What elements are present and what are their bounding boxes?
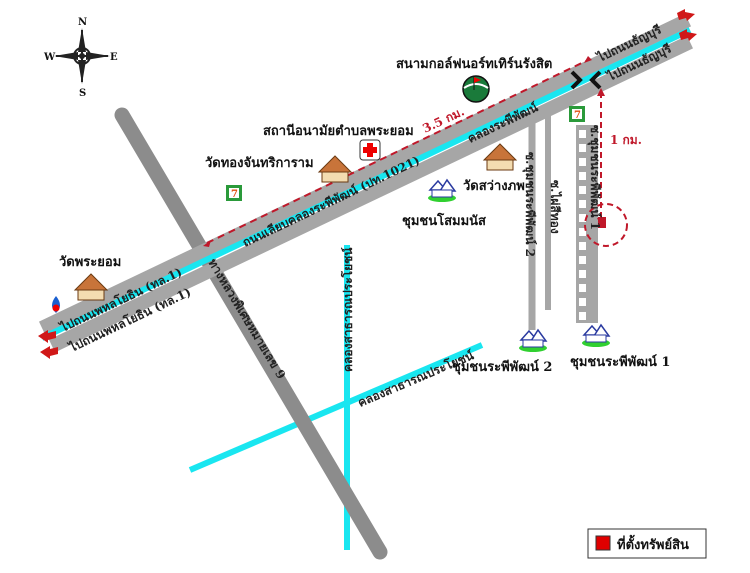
golf-course-icon [462,75,490,103]
svg-text:7: 7 [574,110,581,121]
ladder-gap [579,228,586,236]
ladder-gap [579,200,586,208]
svg-text:7: 7 [231,189,238,200]
temple-icon [317,155,353,183]
soi-community-1-label: ซ.ชุมชนระพีพัฒน์ 1 [587,125,602,230]
ladder-gap [579,312,586,320]
wat-thong-label: วัดทองจันทริการาม [205,156,314,171]
community-icon [519,328,548,352]
community-1-label: ชุมชนระพีพัฒน์ 1 [570,354,670,370]
compass-e: E [110,52,118,63]
compass-s: S [79,88,86,99]
wat-sawang-label: วัดสว่างภพ [463,179,525,194]
canal-main [40,27,692,341]
main-road-upper [38,13,692,335]
community-som-label: ชุมชนโสมมนัส [402,212,486,229]
community-icon [428,178,457,202]
property-marker-icon [598,217,606,228]
legend-label: ที่ตั้งทรัพย์สิน [617,534,689,553]
main-road-lower [48,35,694,353]
ladder-gap [579,284,586,292]
health-station-label: สถานีอนามัยตำบลพระยอม [263,123,414,139]
legend-swatch [595,535,611,551]
soi-community-1-road [576,125,598,323]
convenience-store-icon: 7 [569,106,585,122]
compass-w: W [43,52,56,63]
public-canal-diagonal [188,342,484,473]
gas-station-icon [52,296,60,313]
ladder-gap [579,158,586,166]
ladder-gap [579,144,586,152]
ladder-gap [579,298,586,306]
ladder-gap [579,172,586,180]
arrow-right-icon [679,29,697,41]
golf-label: สนามกอล์ฟนอร์ทเทิร์นรังสิต [396,56,552,72]
community-icon [582,323,611,347]
ladder-gap [579,256,586,264]
public-canal-label-1: คลองสาธารณประโยชน์ [340,247,355,372]
compass-n: N [78,17,87,28]
arrow-left-icon [40,346,58,359]
community-2-label: ชุมชนระพีพัฒน์ 2 [452,359,552,375]
expressway-road [114,107,388,560]
distance-line-main [206,59,589,244]
hospital-icon [359,139,381,161]
compass-icon [54,28,110,84]
arrow-left-icon [38,330,56,343]
public-canal-label-2: คลองสาธารณประโยชน์ [355,347,476,410]
wat-phrayom-label: วัดพระยอม [59,255,121,270]
convenience-store-icon: 7 [226,185,242,201]
legend: ที่ตั้งทรัพย์สิน [587,528,707,559]
soi-community-2-label: ซ.ชุมชนระพีพัฒน์ 2 [522,152,537,257]
soi-phai-label: ซ.ไผ่สีทอง [548,180,563,234]
temple-icon [73,273,109,301]
ladder-gap [579,270,586,278]
property-area-circle [584,203,628,247]
arrow-right-icon [677,9,695,21]
ladder-gap [579,214,586,222]
u-turn-icon [570,70,602,90]
ladder-gap [579,186,586,194]
ladder-gap [579,130,586,138]
temple-icon [482,143,518,171]
expressway-label: ทางหลวงพิเศษหมายเลข 9 [205,256,288,381]
ladder-gap [579,242,586,250]
distance-soi-label: 1 กม. [610,133,642,147]
